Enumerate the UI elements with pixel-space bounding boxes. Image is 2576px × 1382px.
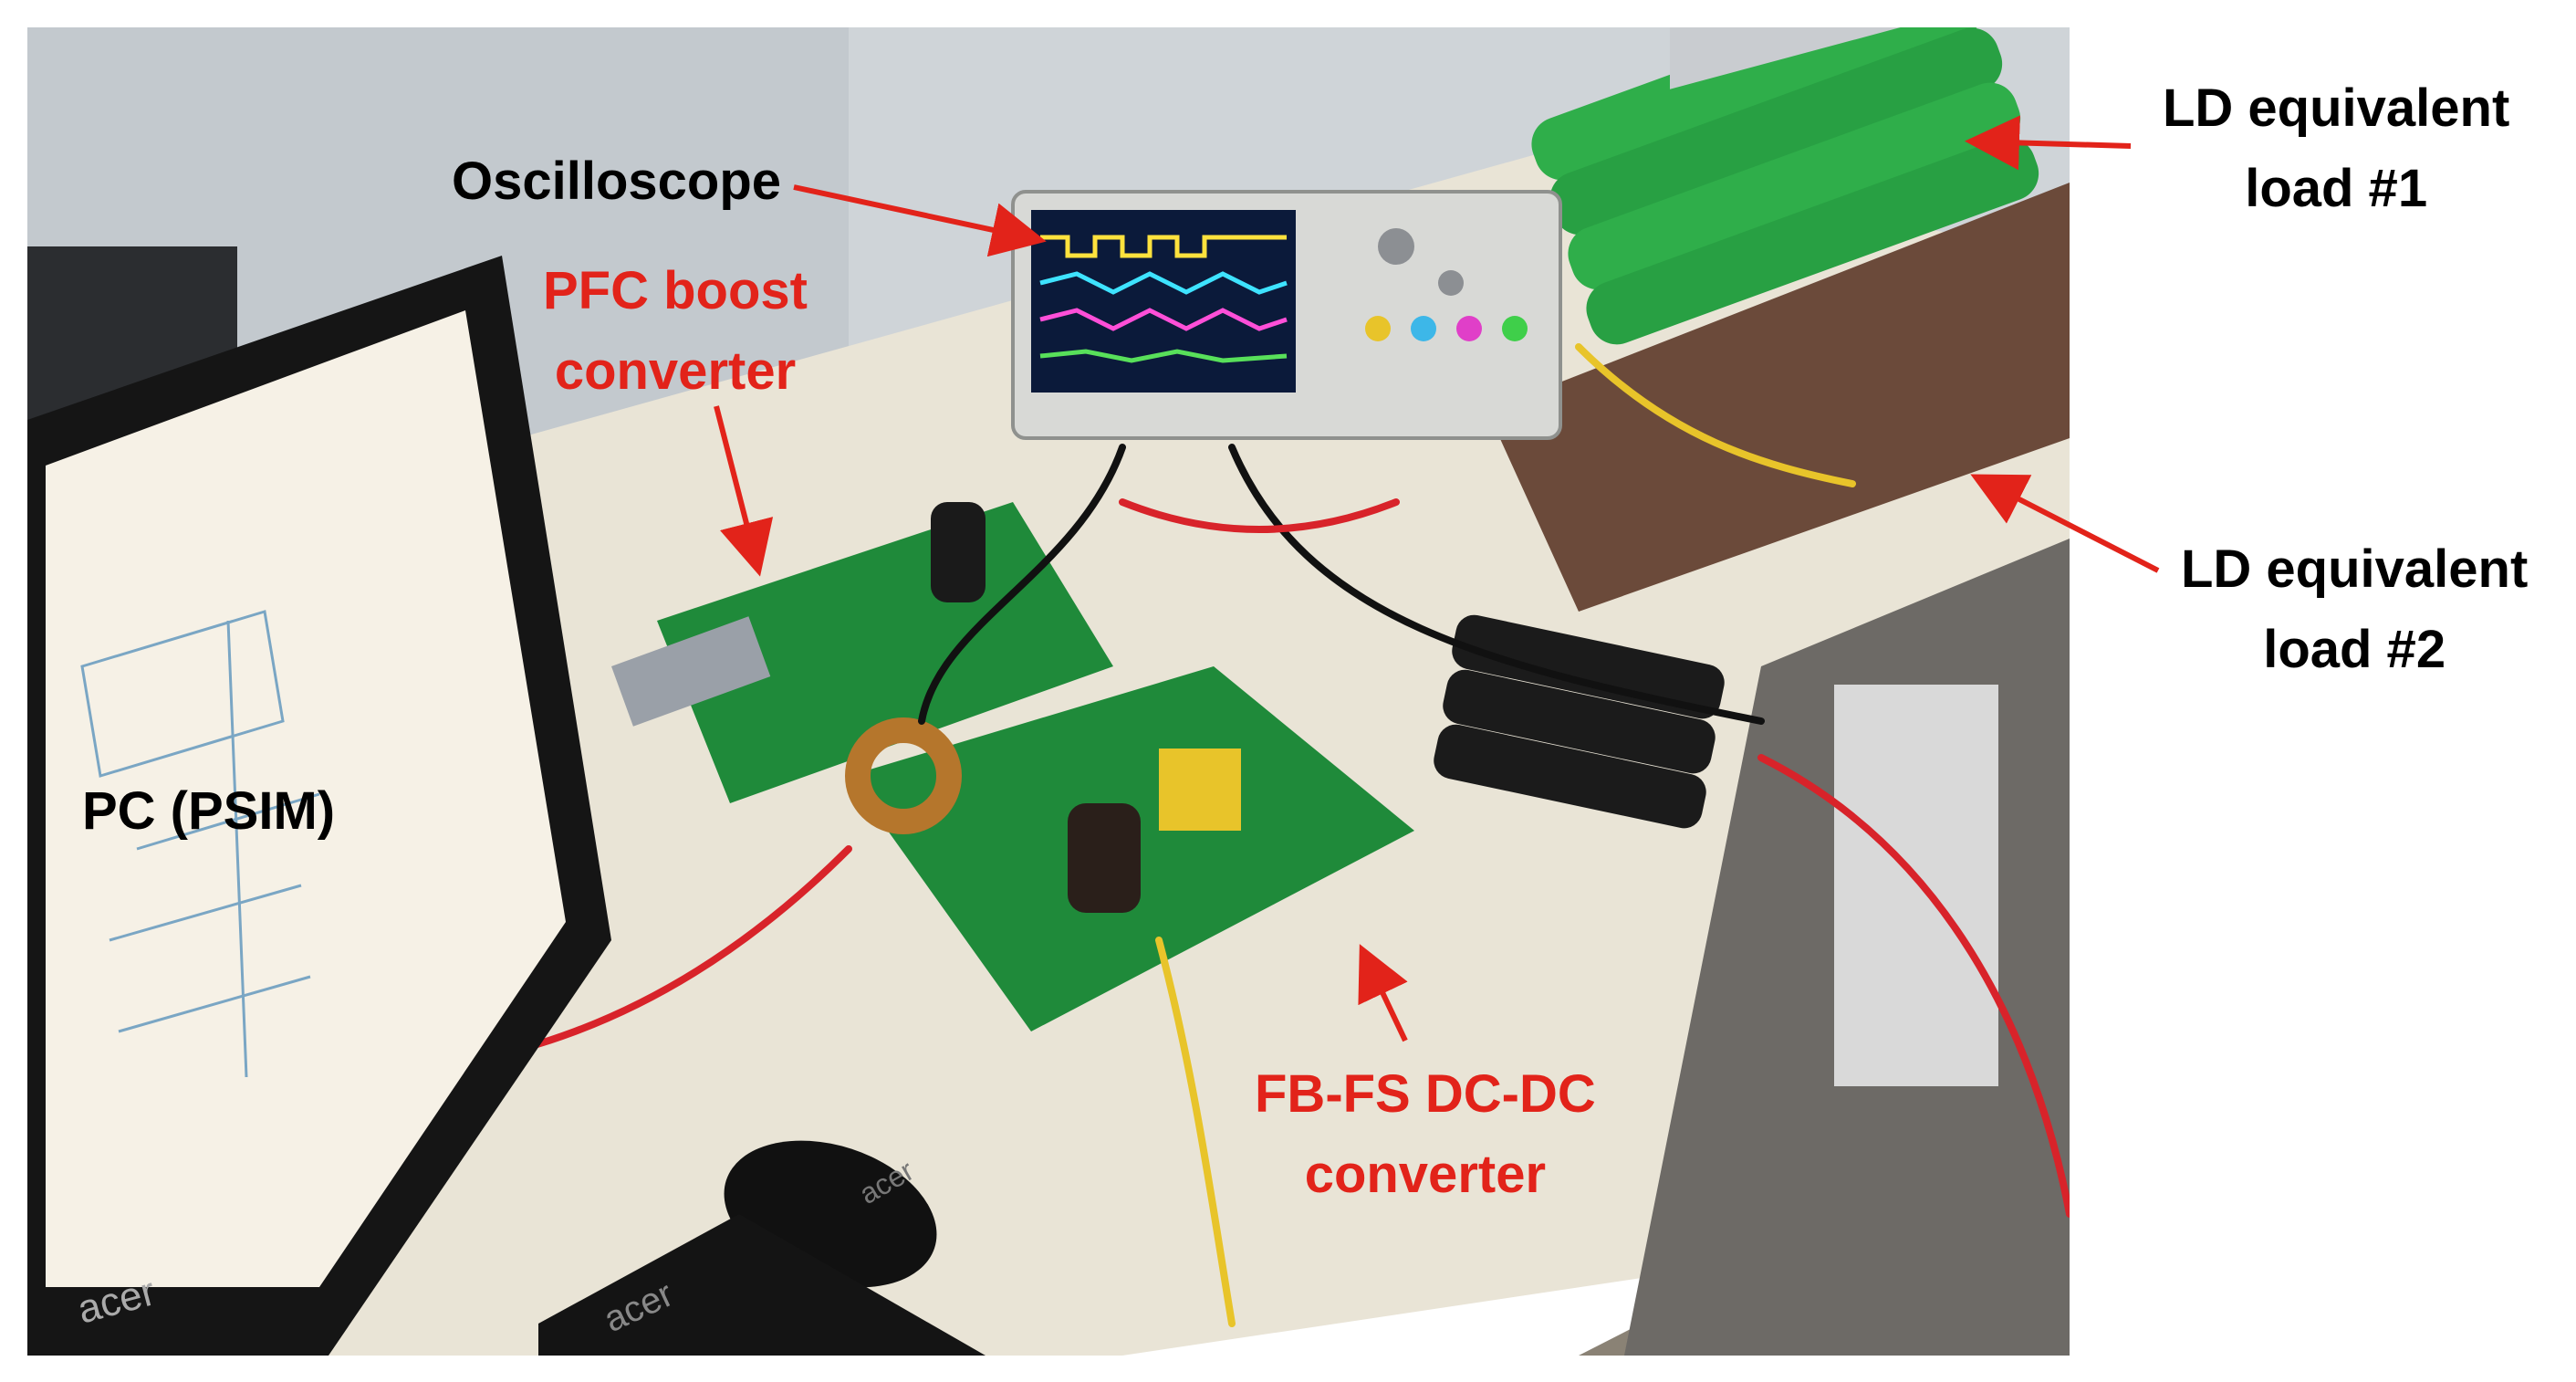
load-board (1487, 183, 2070, 612)
pfc-capacitor (931, 502, 986, 602)
fbfs-capacitor (1068, 803, 1141, 913)
cables (297, 343, 2070, 1327)
pfc-heatsink (611, 616, 771, 727)
pc-monitor: acer (27, 256, 611, 1356)
oscilloscope-label: Oscilloscope (452, 152, 782, 211)
pfc-board (657, 502, 1113, 803)
current-probes (1434, 614, 1725, 829)
ld-load-2-label: LD equivalent load #2 (2181, 539, 2529, 679)
transformer (1159, 749, 1241, 831)
oscilloscope-device (1011, 190, 1562, 440)
pc-tower (1834, 685, 1998, 1086)
heatsink (1670, 27, 1907, 89)
pc-psim-label: PC (PSIM) (82, 781, 336, 841)
ld-load-1-label: LD equivalent load #1 (2163, 79, 2510, 218)
fb-fs-dc-dc-converter-label: FB-FS DC-DC converter (1255, 1064, 1596, 1204)
keyboard (538, 1214, 986, 1356)
lab-photo: acer acer acer (27, 27, 2070, 1356)
pfc-boost-converter-label: PFC boost converter (543, 261, 808, 401)
load-resistors (1531, 27, 2039, 345)
toroid (845, 717, 962, 834)
